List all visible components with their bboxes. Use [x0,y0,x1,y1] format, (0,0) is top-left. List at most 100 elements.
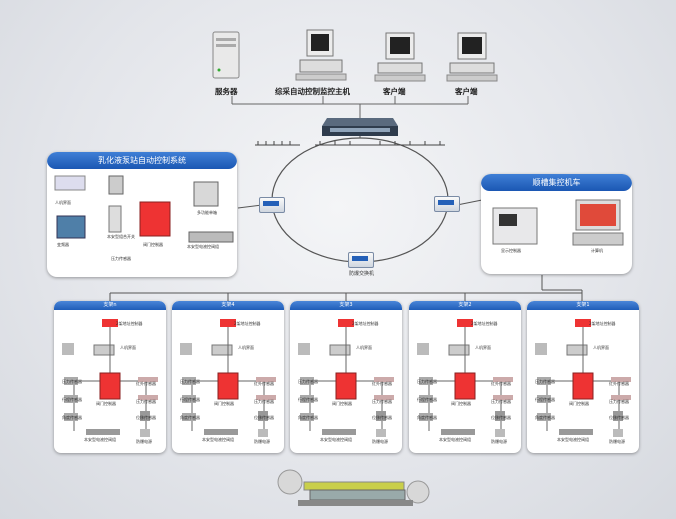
pump-label: 本安型电液控阀组 [187,244,219,249]
support-title: 支架2 [409,301,521,310]
support-label-l1: 压力传感器 [535,379,555,384]
explosion-proof-switch-node [434,196,460,212]
support-label-l2: 行程传感器 [298,397,318,402]
support-label-l3: 角度传感器 [298,415,318,420]
support-label-top: 2架地址控制器 [116,321,143,326]
support-label-r2: 压力传感器 [491,399,511,404]
support-label-r3: 位移传感器 [491,415,511,420]
support-label-hmi: 人机界面 [475,345,491,350]
switch-node-label: 防爆交换机 [349,271,375,277]
support-label-valve_ctrl: 阀门控制器 [569,401,589,406]
top-devices [212,29,498,136]
support-label-r1: 红外传感器 [609,381,629,386]
support-label-r2: 压力传感器 [254,399,274,404]
server-icon [212,31,240,79]
support-label-valve_ctrl: 阀门控制器 [451,401,471,406]
monitor-host-icon [295,29,347,81]
pump-label: 多功能单箱 [197,210,217,215]
support-label-b2: 防爆电源 [136,439,152,444]
client-computer-icon [446,32,498,82]
support-title: 支架1 [527,301,639,310]
pump-station-title: 乳化液泵站自动控制系统 [47,152,237,169]
support-label-b2: 防爆电源 [491,439,507,444]
support-label-l3: 角度传感器 [417,415,437,420]
support-label-l2: 行程传感器 [535,397,555,402]
client-label: 客户端 [455,87,478,96]
support-label-r3: 位移传感器 [609,415,629,420]
control-car-panel: 顺槽集控机车 显示控制器 计算机 [481,174,632,274]
control-car-title: 顺槽集控机车 [481,174,632,191]
pump-station-devices [54,175,234,243]
support-label-b1: 本安型电液控阀组 [439,437,471,442]
support-title: 支架4 [172,301,284,310]
support-label-b2: 防爆电源 [254,439,270,444]
explosion-proof-switch-node [348,252,374,268]
support-title: 支架n [54,301,166,310]
support-label-b1: 本安型电液控阀组 [84,437,116,442]
support-label-r2: 压力传感器 [372,399,392,404]
support-label-l3: 角度传感器 [180,415,200,420]
support-label-l1: 压力传感器 [417,379,437,384]
support-label-valve_ctrl: 阀门控制器 [214,401,234,406]
support-label-r1: 红外传感器 [254,381,274,386]
pump-label: 本安型组合开关 [107,234,135,239]
support-label-valve_ctrl: 阀门控制器 [96,401,116,406]
support-label-hmi: 人机界面 [356,345,372,350]
support-label-b2: 防爆电源 [609,439,625,444]
pump-label: 阀门控制器 [143,242,163,247]
support-label-b1: 本安型电液控阀组 [320,437,352,442]
support-label-l2: 行程传感器 [62,397,82,402]
client-label: 客户端 [383,87,406,96]
support-label-b1: 本安型电液控阀组 [557,437,589,442]
support-label-r2: 压力传感器 [136,399,156,404]
support-diagram [417,319,513,437]
support-title: 支架3 [290,301,402,310]
support-label-valve_ctrl: 阀门控制器 [332,401,352,406]
support-label-r3: 位移传感器 [254,415,274,420]
support-label-top: 2架地址控制器 [352,321,379,326]
support-label-hmi: 人机界面 [593,345,609,350]
pump-label: 变频器 [57,242,69,247]
support-diagram [62,319,158,437]
server-label: 服务器 [215,87,238,96]
client-computer-icon [374,32,426,82]
support-label-l3: 角度传感器 [535,415,555,420]
shearer-machine [277,469,430,506]
support-diagram [180,319,276,437]
support-label-b1: 本安型电液控阀组 [202,437,234,442]
control-car-devices [492,199,624,246]
support-label-r1: 红外传感器 [136,381,156,386]
support-label-hmi: 人机界面 [238,345,254,350]
support-label-r1: 红外传感器 [491,381,511,386]
support-label-hmi: 人机界面 [120,345,136,350]
support-label-r3: 位移传感器 [372,415,392,420]
control-car-label: 显示控制器 [501,248,521,253]
pump-station-panel: 乳化液泵站自动控制系统 人机界面 变频器 压力传感器 阀门控制器 多功能单箱 本… [47,152,237,277]
support-label-l2: 行程传感器 [417,397,437,402]
monitor-host-label: 综采自动控制监控主机 [275,87,350,96]
support-label-top: 2架地址控制器 [589,321,616,326]
support-label-top: 2架地址控制器 [234,321,261,326]
support-label-l2: 行程传感器 [180,397,200,402]
support-label-r1: 红外传感器 [372,381,392,386]
support-label-r3: 位移传感器 [136,415,156,420]
support-label-top: 2架地址控制器 [471,321,498,326]
support-label-b2: 防爆电源 [372,439,388,444]
support-label-r2: 压力传感器 [609,399,629,404]
support-label-l1: 压力传感器 [180,379,200,384]
support-label-l1: 压力传感器 [298,379,318,384]
support-diagram [298,319,394,437]
pump-label: 压力传感器 [111,256,131,261]
explosion-proof-switch-node [259,197,285,213]
support-label-l1: 压力传感器 [62,379,82,384]
network-switch-icon [322,118,398,136]
support-label-l3: 角度传感器 [62,415,82,420]
control-car-label: 计算机 [591,248,603,253]
support-diagram [535,319,631,437]
pump-label: 人机界面 [55,200,71,205]
